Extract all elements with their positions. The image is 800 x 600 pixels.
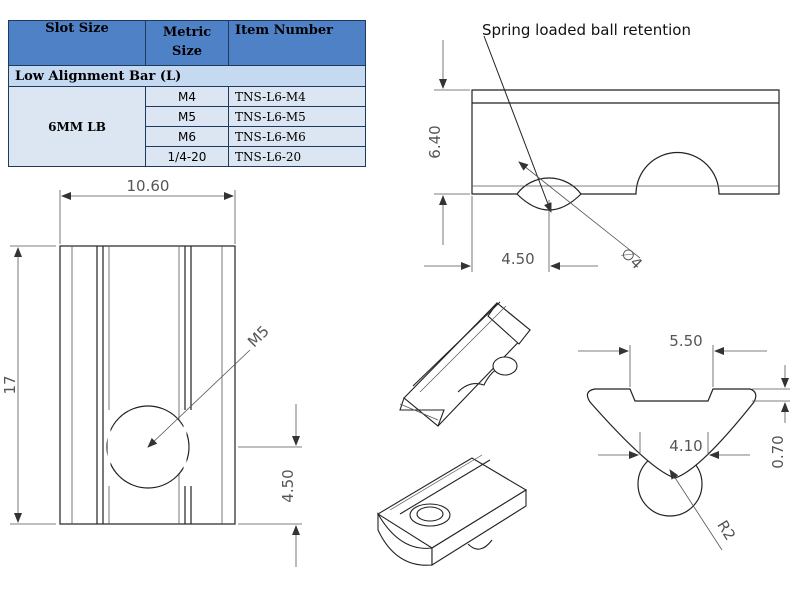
table-row: M5 TNS-L6-M5 <box>9 106 366 127</box>
header-metric-line2: Size <box>172 44 202 59</box>
dim-ball-diameter: ∅4 <box>617 244 646 273</box>
item-number-cell: TNS-L6-M4 <box>228 86 366 107</box>
slot-size-cell: 6MM LB <box>8 86 146 167</box>
dim-end-top-width: 5.50 <box>669 332 702 350</box>
metric-cell: M4 <box>145 86 229 107</box>
side-view-outline <box>471 89 780 195</box>
end-view-profile <box>586 388 757 479</box>
table-row: 6MM LB M4 TNS-L6-M4 <box>8 86 366 167</box>
callout-leader <box>483 35 552 213</box>
isometric-view-top <box>399 301 531 427</box>
dim-end-lip: 0.70 <box>769 435 787 468</box>
metric-cell: 1/4-20 <box>145 146 229 167</box>
dim-side-height: 6.40 <box>426 125 444 158</box>
table-row: 1/4-20 TNS-L6-20 <box>9 146 366 167</box>
header-metric-line1: Metric <box>162 25 212 40</box>
header-item-number: Item Number <box>228 20 366 66</box>
metric-cell: M6 <box>145 126 229 147</box>
dim-hole-offset: 4.50 <box>279 469 297 502</box>
top-view-dimensions <box>10 190 302 567</box>
dim-length: 17 <box>1 375 19 394</box>
item-number-cell: TNS-L6-M6 <box>228 126 366 147</box>
top-view <box>59 245 236 525</box>
callout-text: Spring loaded ball retention <box>482 21 691 39</box>
side-view <box>471 89 780 211</box>
dim-end-radius: R2 <box>713 517 739 543</box>
section-title: Low Alignment Bar (L) <box>8 65 366 87</box>
dim-end-mid-width: 4.10 <box>669 437 702 455</box>
side-view-dimensions <box>424 35 641 272</box>
metric-cell: M5 <box>145 106 229 127</box>
table-section-row: Low Alignment Bar (L) <box>8 65 366 87</box>
end-view <box>586 388 757 517</box>
isometric-view-bottom <box>376 454 528 566</box>
dim-top-width: 10.60 <box>127 177 170 195</box>
item-number-cell: TNS-L6-M5 <box>228 106 366 127</box>
dim-side-offset: 4.50 <box>501 250 534 268</box>
dim-thread: M5 <box>244 322 273 351</box>
end-view-dimensions <box>578 345 790 551</box>
header-slot-size: Slot Size <box>8 20 146 66</box>
table-row: M6 TNS-L6-M6 <box>9 126 366 147</box>
item-number-cell: TNS-L6-20 <box>228 146 366 167</box>
